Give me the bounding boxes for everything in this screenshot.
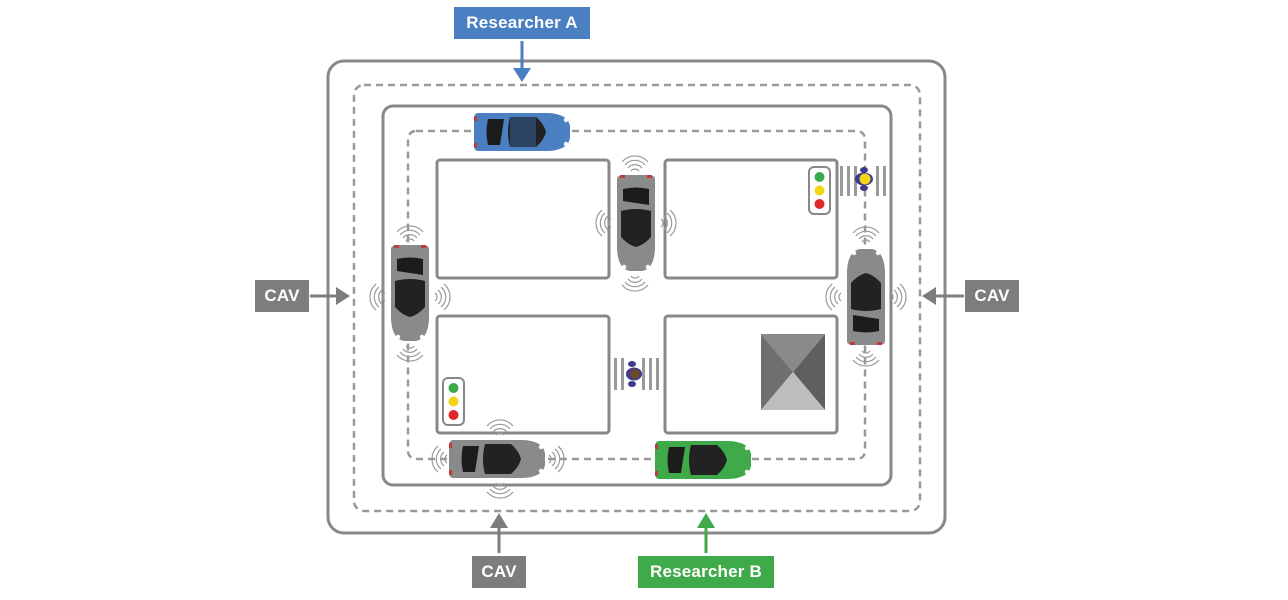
cav-car-right xyxy=(847,249,885,345)
arrow-up-icon xyxy=(697,513,715,553)
sensor-wave-icon xyxy=(890,283,907,311)
arrow-right-icon xyxy=(310,287,350,305)
pedestrian-icon xyxy=(855,167,873,191)
sensor-wave-icon xyxy=(621,275,649,292)
traffic-light-icon xyxy=(442,377,465,426)
cav-right-label: CAV xyxy=(974,286,1010,305)
sensor-wave-icon xyxy=(396,345,424,362)
cav-right-label-box xyxy=(965,280,1019,312)
arrow-left-icon xyxy=(922,287,964,305)
traffic-light-icon xyxy=(808,166,831,215)
cav-left-label: CAV xyxy=(264,286,300,305)
cav-car-center xyxy=(617,175,655,271)
cav-car-bottom xyxy=(449,440,545,478)
arrow-up-icon xyxy=(490,513,508,553)
sensor-wave-icon xyxy=(396,225,424,242)
block-bottom-left xyxy=(435,314,611,435)
researcher-b-label: Researcher B xyxy=(649,562,763,581)
sensor-wave-icon xyxy=(434,283,451,311)
pedestrian-icon xyxy=(626,361,642,387)
researcher-b-label-box xyxy=(638,556,774,588)
cav-bottom-label-box xyxy=(472,556,526,588)
researcher-a-car xyxy=(474,113,570,151)
researcher-a-label: Researcher A xyxy=(466,13,578,32)
cav-bottom-label: CAV xyxy=(481,562,517,581)
cav-left-label-box xyxy=(255,280,309,312)
sensor-wave-icon xyxy=(621,155,649,172)
pyramid-roof-building-icon xyxy=(761,334,825,410)
crosswalk xyxy=(614,358,659,390)
cav-car-left xyxy=(391,245,429,341)
sensor-wave-icon xyxy=(825,283,842,311)
arrow-down-icon xyxy=(513,41,531,82)
inner-dashed-lane xyxy=(406,129,867,461)
block-top-right xyxy=(663,158,839,280)
researcher-a-label-box xyxy=(454,7,590,39)
block-top-left xyxy=(435,158,611,280)
researcher-b-car xyxy=(655,441,751,479)
